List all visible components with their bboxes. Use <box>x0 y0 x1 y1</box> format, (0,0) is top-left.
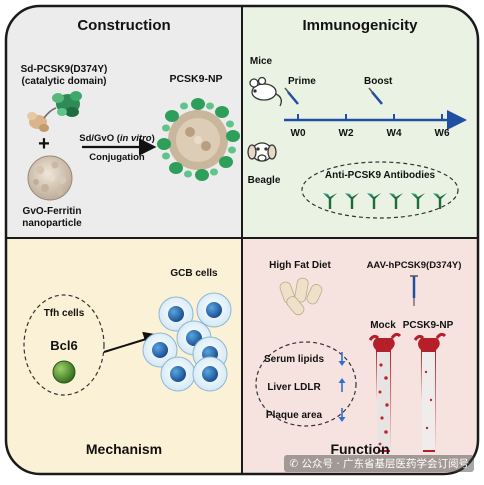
function-background <box>242 238 478 474</box>
boost-label: Boost <box>364 76 393 87</box>
prime-syringe-icon <box>284 87 299 105</box>
conjugation-label-bottom: Conjugation <box>89 152 145 163</box>
ferritin-label-line2: nanoparticle <box>22 218 82 229</box>
tfh-dashed-ellipse <box>23 294 105 396</box>
week-label: W6 <box>435 128 450 139</box>
pcsk9-np-title: PCSK9-NP <box>169 73 222 85</box>
readout-label: Liver LDLR <box>267 382 321 393</box>
readouts-dashed-ellipse <box>255 341 357 427</box>
ferritin-label-line1: GvO-Ferritin <box>23 206 82 217</box>
ferritin-nanoparticle-icon <box>27 155 73 201</box>
gcb-cell-icon <box>192 356 228 392</box>
watermark-text: 公众号 · 广东省基层医药学会订阅号 <box>301 458 469 470</box>
high-fat-diet-pellets-icon <box>279 277 323 316</box>
readout-label: Serum lipids <box>264 354 324 365</box>
mechanism-panel: Tfh cells Bcl6 GCB cells Mechanism <box>23 268 232 457</box>
readout-row: Plaque area <box>266 408 346 422</box>
immunogenicity-background <box>242 6 478 238</box>
gcb-cell-icon <box>196 292 232 328</box>
antibody-icon <box>323 193 337 209</box>
antibodies-label: Anti-PCSK9 Antibodies <box>325 170 436 181</box>
beagle-label: Beagle <box>248 175 281 186</box>
prime-label: Prime <box>288 76 316 87</box>
hfd-label: High Fat Diet <box>269 260 331 271</box>
beagle-icon <box>247 142 277 162</box>
pcsk9-np-particle-icon <box>157 98 240 181</box>
construction-panel: Construction Sd-PCSK9(D374Y) (catalytic … <box>21 17 240 229</box>
immunogenicity-panel: Immunogenicity Mice Prime Boost W0 W2 W4 W6 <box>247 17 467 219</box>
tfh-label: Tfh cells <box>44 308 85 319</box>
construction-title: Construction <box>77 17 170 34</box>
antigen-label-line1: Sd-PCSK9(D374Y) <box>21 64 108 75</box>
antigen-label-line2: (catalytic domain) <box>21 76 106 87</box>
antibody-icon <box>345 193 359 209</box>
watermark: ✆ 公众号 · 广东省基层医药学会订阅号 <box>284 455 474 472</box>
readout-row: Liver LDLR <box>267 378 346 393</box>
gcb-cells-cluster <box>142 292 232 392</box>
immunogenicity-title: Immunogenicity <box>302 17 418 34</box>
sd-fragment-icon <box>27 112 49 132</box>
conjugation-label-top: Sd/GvO (in vitro) <box>79 133 155 144</box>
gcb-cell-icon <box>142 332 178 368</box>
antibodies-dashed-ellipse <box>301 161 459 219</box>
plus-sign: + <box>38 133 50 155</box>
aav-label: AAV-hPCSK9(D374Y) <box>367 260 462 271</box>
wechat-icon: ✆ <box>289 458 302 470</box>
fragment-link-line <box>43 107 57 119</box>
readout-row: Serum lipids <box>264 352 346 366</box>
gcb-label: GCB cells <box>170 268 218 279</box>
antibody-icon <box>389 193 403 209</box>
mechanism-title: Mechanism <box>86 441 162 457</box>
week-label: W2 <box>339 128 354 139</box>
antibody-row <box>323 193 447 209</box>
antibody-icon <box>411 193 425 209</box>
mock-aorta-image <box>368 332 402 452</box>
pcsk9-np-aorta-image <box>413 332 447 452</box>
gcb-cell-icon <box>158 296 194 332</box>
week-label: W4 <box>387 128 402 139</box>
boost-syringe-icon <box>368 87 383 105</box>
aav-syringe-icon <box>410 275 418 306</box>
timeline-ticks: W0 W2 W4 W6 <box>291 114 450 139</box>
antibody-icon <box>433 193 447 209</box>
mice-label: Mice <box>250 56 273 67</box>
bcl6-label: Bcl6 <box>50 338 77 353</box>
function-title: Function <box>330 441 389 457</box>
mouse-icon <box>249 76 282 107</box>
gcb-cell-icon <box>160 356 196 392</box>
readout-label: Plaque area <box>266 410 323 421</box>
catalytic-domain-protein-icon <box>52 91 82 117</box>
bcl6-cell-icon <box>52 360 76 384</box>
mock-label: Mock <box>370 320 396 331</box>
antibody-icon <box>367 193 381 209</box>
week-label: W0 <box>291 128 306 139</box>
function-panel: High Fat Diet AAV-hPCSK9(D374Y) Mock PCS… <box>255 260 462 457</box>
np-group-label: PCSK9-NP <box>403 320 454 331</box>
